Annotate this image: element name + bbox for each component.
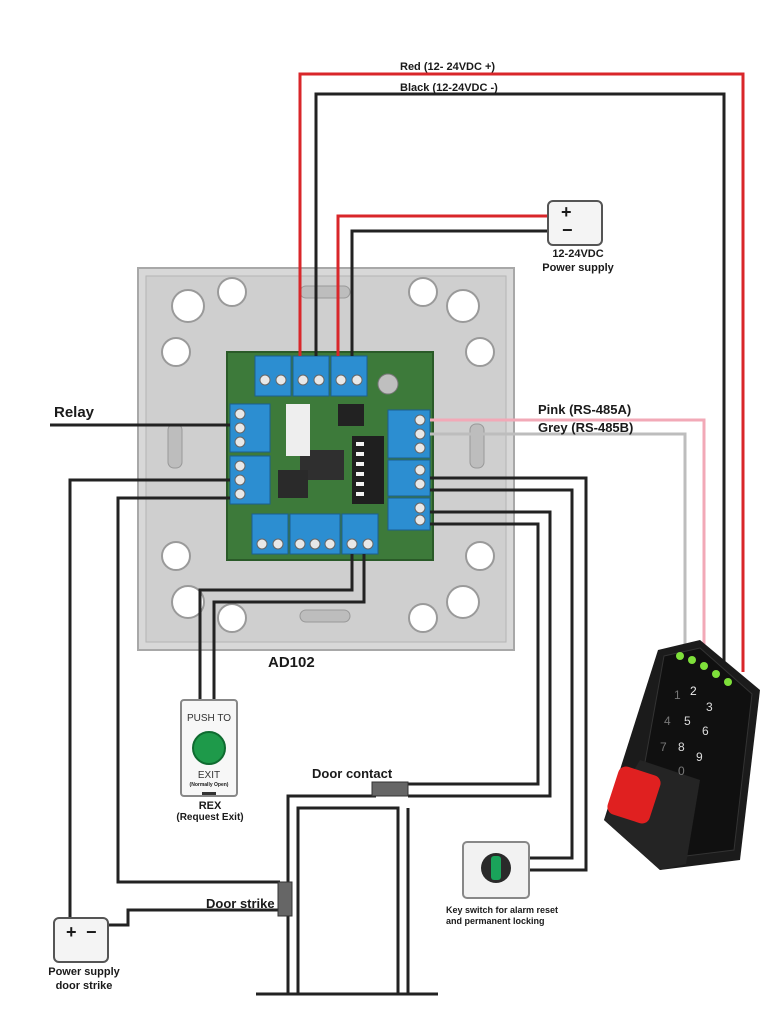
rex-top-text: PUSH TO <box>186 713 232 724</box>
door-contact-sensor <box>371 781 409 797</box>
door-strike-wires <box>68 478 280 927</box>
rex-note: (Normally Open) <box>189 782 229 788</box>
rex-sub: (Request Exit) <box>176 812 244 823</box>
grey-wire-label: Grey (RS-485B) <box>538 420 634 435</box>
power-supply-plus: + <box>561 202 572 222</box>
door-strike-device <box>277 881 293 917</box>
controller-housing <box>137 267 515 651</box>
door-strike-power-line2: door strike <box>55 980 113 992</box>
door-strike-power-box <box>53 917 109 963</box>
reader-key-0: 0 <box>678 764 685 778</box>
reader-key-2: 2 <box>690 684 697 698</box>
key-switch-line1: Key switch for alarm reset <box>446 905 559 915</box>
black-wire-label: Black (12-24VDC -) <box>400 82 498 94</box>
reader-key-3: 3 <box>706 700 713 714</box>
rs485-wires <box>430 418 706 660</box>
reader-key-5: 5 <box>684 714 691 728</box>
rex-bottom-text: EXIT <box>197 770 221 781</box>
terminal-screws <box>234 374 426 550</box>
reader-key-7: 7 <box>660 740 667 754</box>
door-strike-power-line1: Power supply <box>48 966 120 978</box>
power-supply-line1: 12-24VDC <box>552 248 604 260</box>
reader-key-6: 6 <box>702 724 709 738</box>
key-switch-slot <box>491 856 501 880</box>
door-strike-label: Door strike <box>206 896 275 911</box>
power-supply-box <box>547 200 603 246</box>
door-contact-label: Door contact <box>312 766 393 781</box>
red-wire-label: Red (12- 24VDC +) <box>400 61 496 73</box>
rex-wires <box>198 554 366 700</box>
fingerprint-reader <box>604 640 760 870</box>
controller-name: AD102 <box>268 654 315 671</box>
power-wires <box>298 72 745 675</box>
door-strike-power-minus: − <box>86 922 97 942</box>
power-supply-minus: − <box>562 220 573 240</box>
reader-key-1: 1 <box>674 688 681 702</box>
rex-button-symbol <box>202 792 216 795</box>
power-supply-line2: Power supply <box>542 262 614 274</box>
rex-name: REX <box>198 800 222 812</box>
right-side-wires <box>408 476 588 872</box>
door-strike-power-plus: + <box>66 922 77 942</box>
pink-wire-label: Pink (RS-485A) <box>538 402 632 417</box>
key-switch-line2: and permanent locking <box>446 916 545 926</box>
door-frame <box>256 794 438 996</box>
relay-label: Relay <box>54 404 95 421</box>
reader-key-4: 4 <box>664 714 671 728</box>
reader-key-8: 8 <box>678 740 685 754</box>
reader-key-9: 9 <box>696 750 703 764</box>
rex-green-button <box>192 731 226 765</box>
